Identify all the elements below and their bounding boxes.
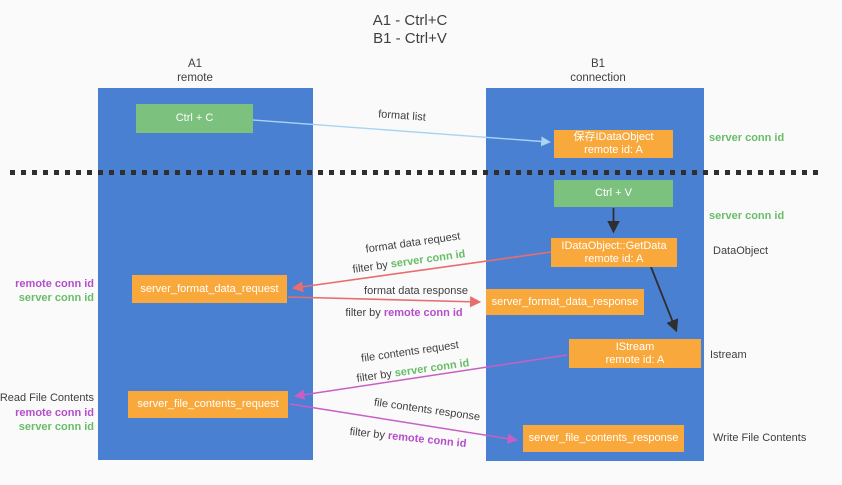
title-line-1: A1 - Ctrl+C [372,12,448,29]
format-data-response-arrow [287,296,482,308]
istream-node: IStream remote id: A [569,339,701,368]
remote-conn-id-annotation-left2: remote conn id [15,407,94,419]
ctrl-c-node: Ctrl + C [136,104,253,133]
istream-title: IStream [615,340,655,353]
server-file-contents-response-node: server_file_contents_response [523,425,684,452]
format-data-response-arrow-label: format data response [364,285,468,297]
lane-header-b1-connection: B1 connection [543,57,653,85]
machine-boundary-dotted-line [10,170,823,175]
format-list-arrow-label: format list [377,108,427,124]
server-format-data-request-node: server_format_data_request [132,275,287,303]
file-request-label: server_file_contents_request [137,398,279,410]
getdata-title: IDataObject::GetData [561,239,667,252]
save-idataobject-title: 保存IDataObject [573,131,654,143]
istream-annotation: Istream [710,349,747,361]
filter-by-text: filter by [355,368,393,385]
filter-by-text: filter by [351,259,389,276]
file-response-label: server_file_contents_response [528,432,679,444]
filter-by-text: filter by [345,307,381,319]
idataobject-getdata-node: IDataObject::GetData remote id: A [551,238,677,267]
read-file-contents-annotation: Read File Contents [0,392,94,404]
remote-conn-id-text: remote conn id [387,429,467,451]
server-file-contents-request-node: server_file_contents_request [128,391,288,418]
istream-remote-id: remote id: A [605,353,665,366]
write-file-contents-annotation: Write File Contents [713,432,807,444]
server-conn-id-annotation-top: server conn id [709,132,785,144]
ctrl-c-label: Ctrl + C [175,112,214,124]
server-conn-id-text: server conn id [389,248,467,271]
title-line-2: B1 - Ctrl+V [373,30,447,47]
page-title: A1 - Ctrl+C B1 - Ctrl+V [330,12,490,48]
filter-by-text: filter by [349,425,386,442]
save-idataobject-remote-id: remote id: A [584,144,643,156]
lane-a1-name: A1 [187,58,203,70]
server-conn-id-annotation-left1: server conn id [18,292,94,304]
save-idataobject-node: 保存IDataObject remote id: A [554,130,673,158]
remote-conn-id-annotation-left1: remote conn id [15,278,94,290]
ctrl-v-node: Ctrl + V [554,180,673,207]
getdata-remote-id: remote id: A [584,252,644,265]
dataobject-annotation: DataObject [713,245,769,257]
lane-header-a1-remote: A1 remote [140,57,250,85]
server-conn-id-annotation-left2: server conn id [18,421,94,433]
lane-a1-role: remote [177,72,213,84]
server-conn-id-text: server conn id [393,357,471,380]
format-response-label: server_format_data_response [491,295,639,308]
server-conn-id-annotation-mid: server conn id [709,210,785,222]
format-request-label: server_format_data_request [140,282,279,295]
remote-conn-id-text: remote conn id [383,307,463,319]
lane-b1-name: B1 [590,58,606,70]
lane-b1-role: connection [570,72,626,84]
file-contents-response-arrow-label: file contents response [373,396,481,424]
server-format-data-response-node: server_format_data_response [486,289,644,315]
ctrl-v-label: Ctrl + V [595,187,632,199]
